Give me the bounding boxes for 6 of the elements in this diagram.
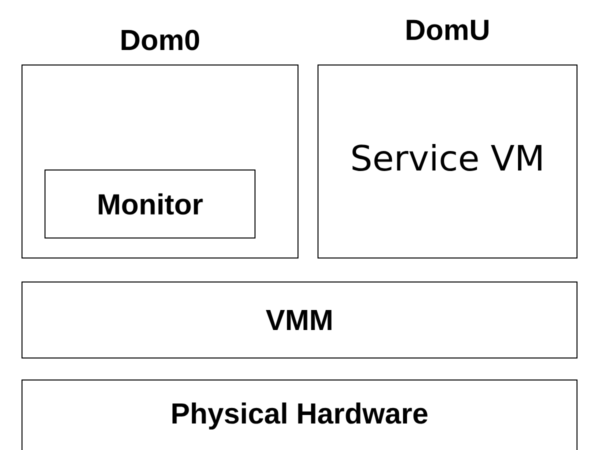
layer-box: DomU Service VM xyxy=(318,20,578,258)
layer-box: VMM xyxy=(22,282,578,358)
node-label: DomU xyxy=(406,20,488,40)
node-label: Dom0 xyxy=(122,30,200,50)
layer-box: Monitor xyxy=(44,170,256,238)
layer-box: Physical Hardware xyxy=(22,380,578,450)
